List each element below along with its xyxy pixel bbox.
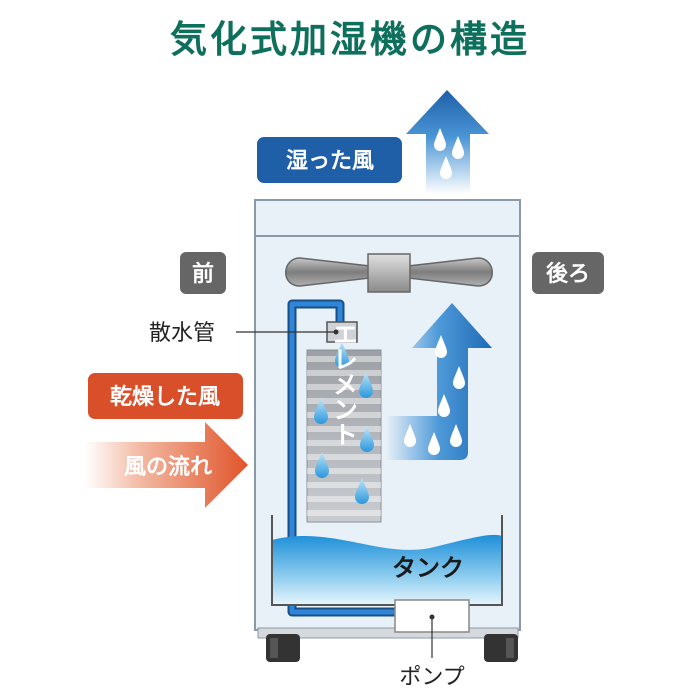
tank: タンク: [271, 515, 503, 606]
water-drop-icon: [355, 478, 369, 504]
dry-air-badge: 乾燥した風: [88, 373, 243, 419]
water-drop-icon: [404, 424, 416, 447]
humid-air-badge: 湿った風: [257, 137, 402, 183]
front-badge: 前: [180, 252, 226, 294]
pump: ポンプ: [394, 599, 470, 690]
element-label: エレメント: [330, 322, 359, 447]
element: エレメント: [306, 322, 382, 523]
front-label: 前: [192, 261, 214, 287]
fan-hub: [367, 253, 411, 293]
caster-wheels: [266, 634, 518, 662]
water-drop-icon: [453, 366, 465, 389]
spray-pipe-label: 散水管: [149, 321, 215, 346]
water-drop-icon: [315, 452, 329, 478]
humid-air-label: 湿った風: [286, 149, 374, 174]
air-flow-arrow: 風の流れ: [85, 422, 248, 508]
spray-pipe-callout: 散水管: [149, 321, 334, 346]
humid-air-arrow: [406, 90, 489, 194]
water-drop-icon: [359, 372, 373, 398]
pump-label: ポンプ: [399, 665, 464, 690]
water-drop-icon: [452, 136, 464, 159]
water-drop-icon: [428, 432, 440, 455]
dry-air-label: 乾燥した風: [110, 384, 220, 410]
water-pipe: [287, 299, 395, 617]
water-drop-icon: [438, 394, 450, 417]
tank-label: タンク: [392, 554, 464, 582]
internal-humid-arrow: [386, 303, 492, 460]
page-title: 気化式加湿機の構造: [170, 18, 530, 61]
back-badge: 後ろ: [532, 252, 604, 294]
water-drop-icon: [360, 426, 374, 452]
water-drop-icon: [434, 128, 446, 151]
water-drop-icon: [314, 398, 328, 424]
air-flow-label: 風の流れ: [124, 454, 212, 480]
water-drop-icon: [450, 424, 462, 447]
water-drop-icon: [335, 342, 349, 368]
back-label: 後ろ: [546, 261, 590, 287]
fan: [285, 253, 493, 293]
element-drops: [314, 342, 374, 504]
water-drop-icon: [435, 335, 447, 358]
water-drop-icon: [440, 156, 452, 179]
